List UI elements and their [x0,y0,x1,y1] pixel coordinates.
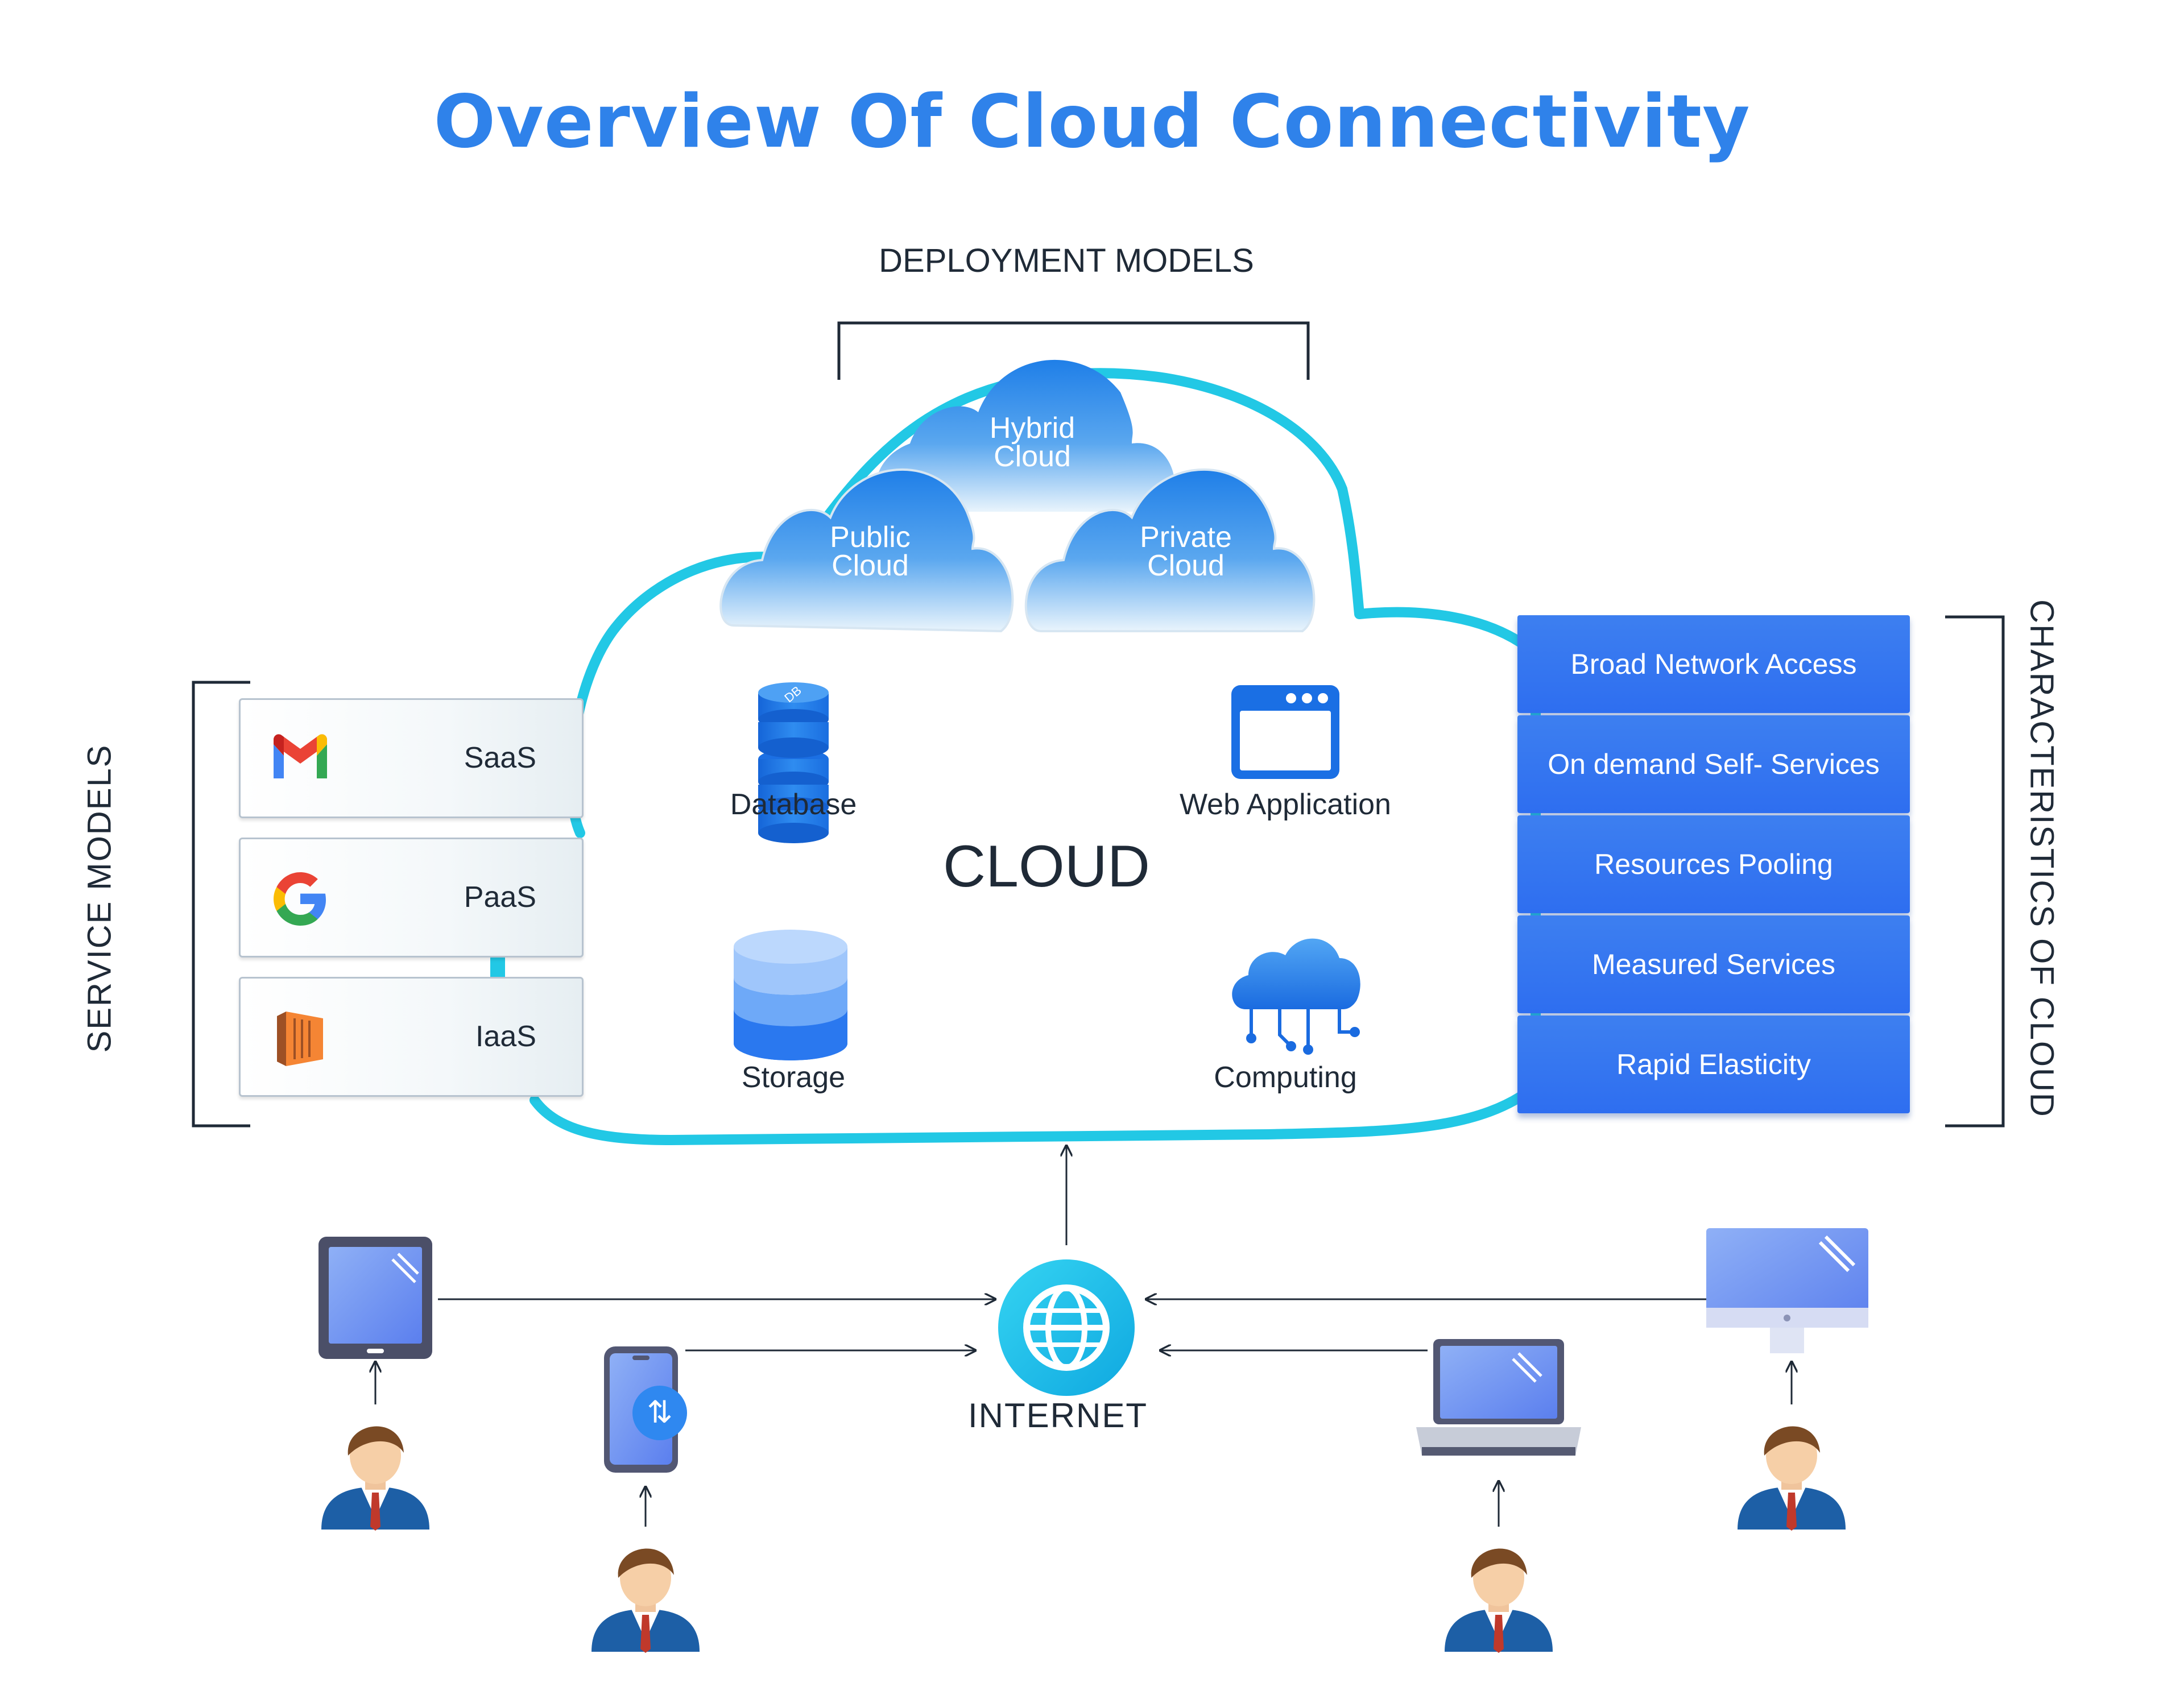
deployment-models-label: DEPLOYMENT MODELS [879,242,1254,279]
database-icon [758,682,829,843]
characteristic-broad-network-access: Broad Network Access [1517,615,1910,713]
tablet-icon [318,1237,432,1359]
service-connector [490,955,505,978]
characteristic-on-demand-self-services: On demand Self- Services [1517,715,1910,813]
connection-arrows [375,1146,1792,1527]
computing-label: Computing [1214,1061,1357,1094]
service-card-iaas[interactable]: IaaS [239,977,584,1097]
private-cloud-shape [1024,468,1316,632]
service-card-saas[interactable]: SaaS [239,698,584,818]
user-avatar-3 [1445,1548,1553,1653]
aws-icon [277,1012,323,1066]
user-avatar-4 [1738,1426,1846,1531]
google-icon [274,872,326,926]
user-avatar-2 [592,1548,700,1653]
computing-icon [1232,938,1360,1055]
characteristic-measured-services: Measured Services [1517,915,1910,1013]
paas-label: PaaS [464,881,536,914]
gmail-icon [274,734,327,778]
deployment-bracket [837,321,1310,380]
web-application-label: Web Application [1180,788,1391,821]
laptop-icon [1416,1339,1581,1456]
characteristic-resources-pooling: Resources Pooling [1517,815,1910,913]
phone-icon: ⇅ [604,1346,687,1473]
user-avatar-1 [321,1426,429,1531]
internet-label: INTERNET [968,1396,1148,1435]
public-cloud-shape [719,468,1014,633]
storage-label: Storage [741,1061,846,1094]
cloud-outline [530,368,1541,1145]
characteristic-rapid-elasticity: Rapid Elasticity [1517,1016,1910,1113]
page-title: Overview Of Cloud Connectivity [433,80,1751,164]
characteristics-bracket [1945,615,2005,1128]
monitor-icon [1706,1228,1868,1353]
web-application-icon [1231,685,1339,779]
cloud-center-label: CLOUD [942,834,1151,900]
service-card-paas[interactable]: PaaS [239,838,584,958]
service-bracket [192,681,250,1128]
database-label: Database [730,788,857,821]
iaas-label: IaaS [475,1020,536,1053]
saas-label: SaaS [464,741,536,774]
svg-text:⇅: ⇅ [647,1394,672,1430]
storage-icon [734,930,847,1060]
hybrid-cloud-shape [875,359,1175,512]
globe-icon [998,1259,1135,1396]
